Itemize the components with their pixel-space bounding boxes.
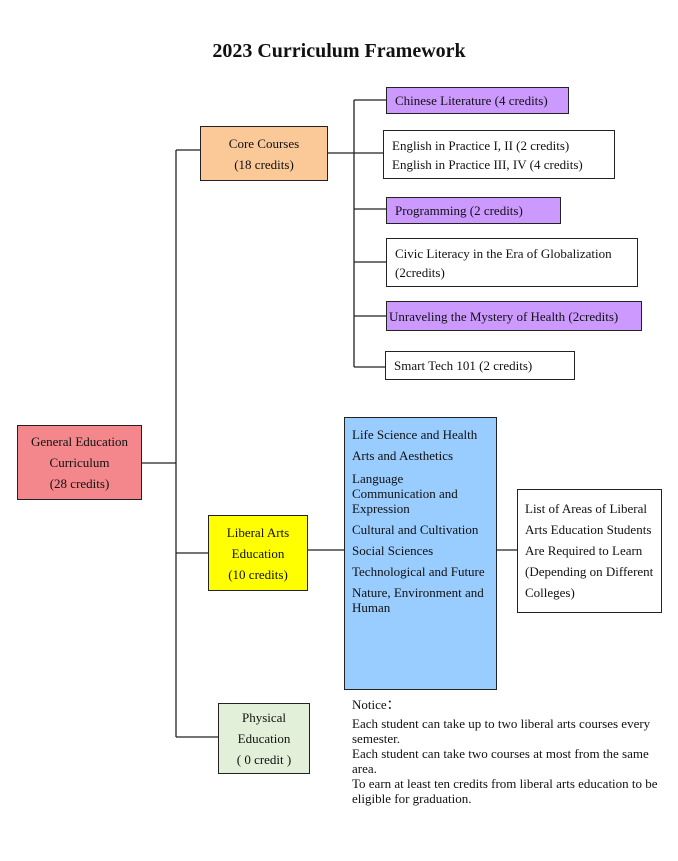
core-courses-box: Core Courses (18 credits) (200, 126, 328, 181)
general-education-line2: Curriculum (49, 455, 110, 470)
civic-literacy-box: Civic Literacy in the Era of Globalizati… (386, 238, 638, 287)
area-item: Cultural and Cultivation (352, 522, 479, 537)
health-mystery-label: Unraveling the Mystery of Health (2credi… (389, 308, 619, 324)
english-practice-box: English in Practice I, II (2 credits) En… (383, 130, 615, 179)
liberal-arts-line1: Liberal Arts (226, 524, 290, 540)
notice-item: Each student can take two courses at mos… (352, 746, 649, 776)
smart-tech-box: Smart Tech 101 (2 credits) (385, 351, 575, 380)
physical-education-line2: Education (237, 731, 291, 746)
health-mystery-box: Unraveling the Mystery of Health (2credi… (386, 301, 642, 331)
programming-box: Programming (2 credits) (386, 197, 561, 224)
general-education-line1: General Education (30, 434, 129, 449)
civic-literacy-line1: Civic Literacy in the Era of Globalizati… (395, 245, 612, 261)
diagram-title: 2023 Curriculum Framework (212, 40, 466, 62)
physical-education-box: Physical Education ( 0 credit ) (218, 703, 310, 774)
area-item: Technological and Future (352, 564, 485, 579)
chinese-literature-box: Chinese Literature (4 credits) (386, 87, 569, 114)
areas-note-text: List of Areas of Liberal Arts Education … (525, 501, 654, 600)
area-item: Nature, Environment and Human (352, 585, 484, 615)
physical-education-line3: ( 0 credit ) (236, 752, 292, 767)
area-item: Social Sciences (352, 543, 434, 558)
area-item: Arts and Aesthetics (352, 448, 454, 463)
notice-item: Each student can take up to two liberal … (352, 716, 651, 746)
liberal-arts-line2: Education (231, 545, 285, 561)
physical-education-line1: Physical (241, 710, 287, 725)
area-item: Language Communication and Expression (352, 471, 458, 516)
area-item: Life Science and Health (352, 427, 478, 442)
core-courses-line1: Core Courses (228, 135, 300, 151)
liberal-arts-box: Liberal Arts Education (10 credits) (208, 515, 308, 591)
areas-note-box: List of Areas of Liberal Arts Education … (517, 489, 662, 613)
liberal-arts-areas-box: Life Science and Health Arts and Aesthet… (344, 417, 497, 690)
general-education-box: General Education Curriculum (28 credits… (17, 425, 142, 500)
civic-literacy-line2: (2credits) (395, 264, 445, 280)
programming-label: Programming (2 credits) (395, 203, 523, 218)
core-courses-line2: (18 credits) (234, 156, 294, 172)
smart-tech-label: Smart Tech 101 (2 credits) (394, 358, 533, 373)
english-practice-line2: English in Practice III, IV (4 credits) (392, 156, 583, 172)
notice-item: To earn at least ten credits from libera… (352, 776, 658, 806)
liberal-arts-line3: (10 credits) (228, 566, 288, 582)
notice-block: Notice： Each student can take up to two … (352, 697, 672, 806)
notice-heading: Notice： (352, 697, 400, 712)
english-practice-line1: English in Practice I, II (2 credits) (392, 137, 570, 153)
general-education-line3: (28 credits) (49, 476, 110, 491)
chinese-literature-label: Chinese Literature (4 credits) (395, 93, 548, 108)
